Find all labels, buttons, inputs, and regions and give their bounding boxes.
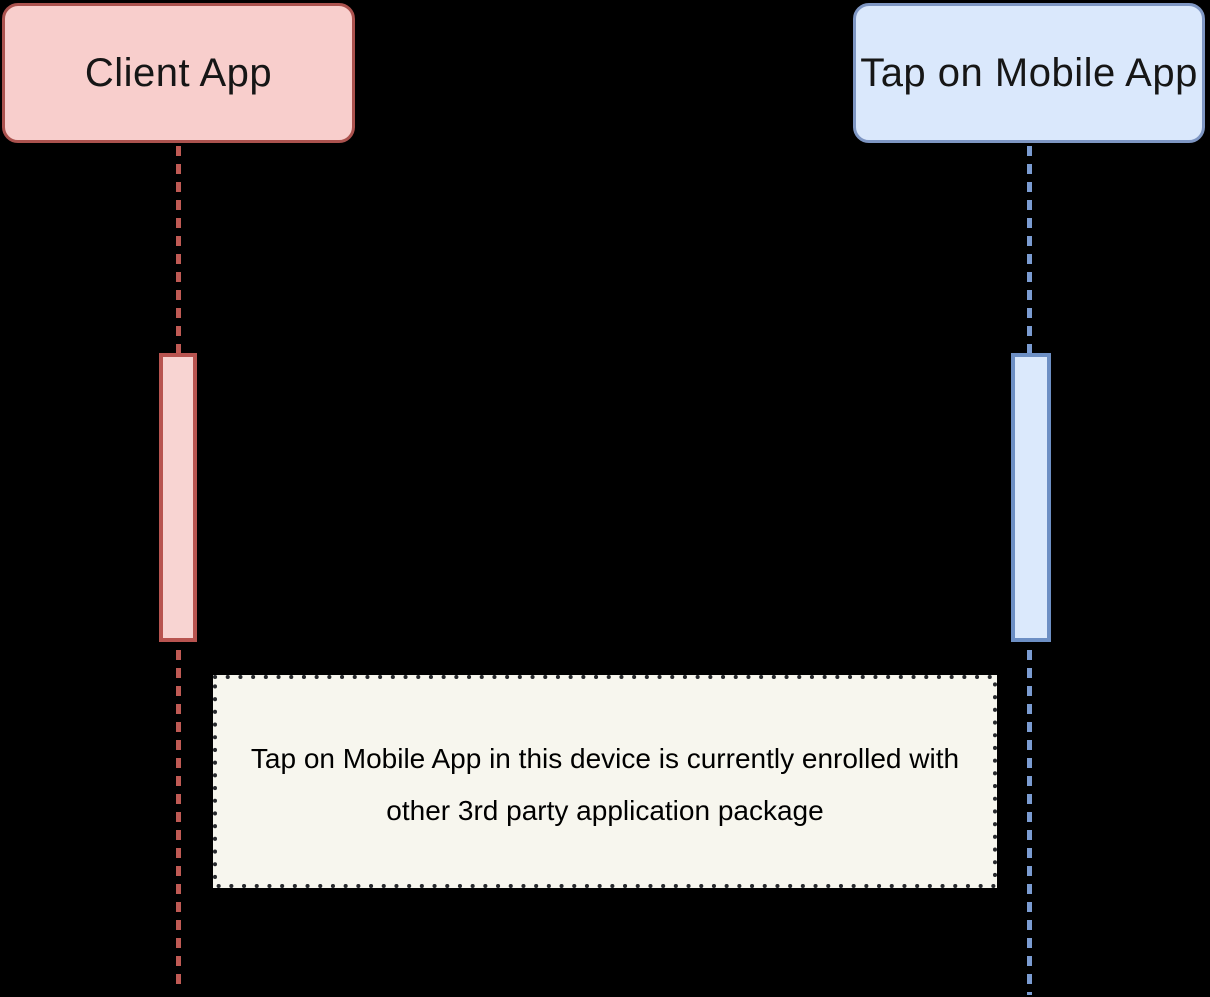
note-line-2: other 3rd party application package [386,794,824,826]
note-line-1: Tap on Mobile App in this device is curr… [250,742,960,774]
participant-client-app: Client App [2,3,355,143]
participant-tap-on-mobile-app-label: Tap on Mobile App [860,50,1198,95]
note-box: Tap on Mobile App in this device is curr… [213,675,997,888]
note-text: Tap on Mobile App in this device is curr… [251,727,959,837]
participant-tap-on-mobile-app: Tap on Mobile App [853,3,1205,143]
participant-client-app-label: Client App [84,50,273,95]
activation-bar-client-app [159,353,197,642]
activation-bar-tap-on-mobile-app [1011,353,1051,642]
